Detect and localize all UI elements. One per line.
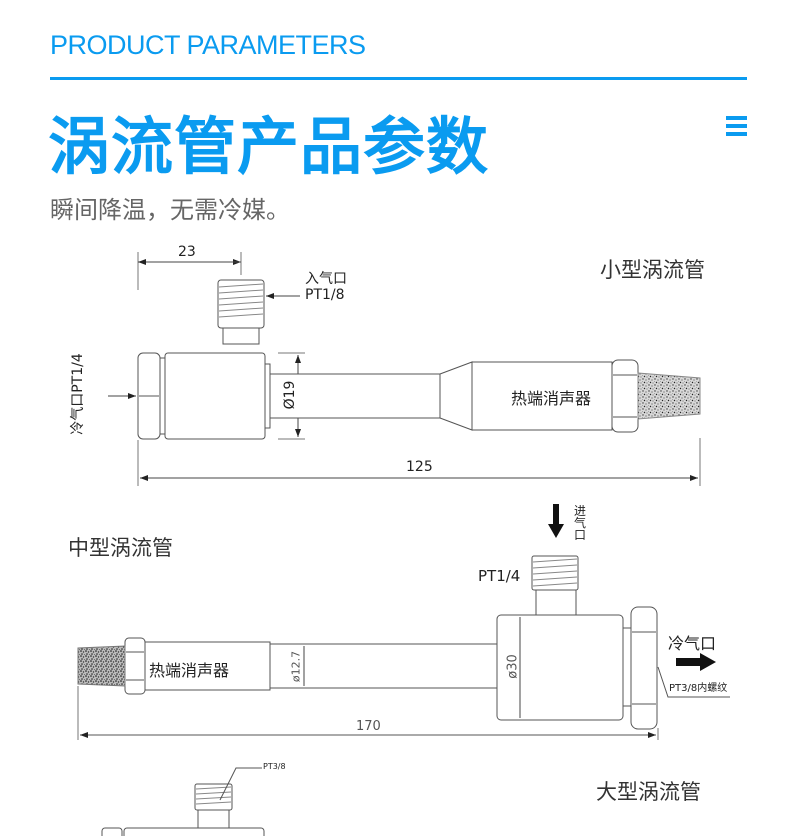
small-dim-length: 125 (406, 459, 433, 475)
small-dim-diameter: Ø19 (282, 380, 298, 410)
large-inlet-thread: PT3/8 (263, 762, 286, 771)
medium-cold-outlet-label: 冷气口 (668, 634, 717, 653)
medium-dim-length: 170 (356, 719, 381, 734)
small-muffler-label: 热端消声器 (511, 389, 592, 408)
small-dim-inlet-offset: 23 (178, 244, 196, 260)
hamburger-menu-icon[interactable] (726, 116, 747, 138)
medium-inlet-thread: PT1/4 (478, 567, 521, 585)
small-cold-outlet-label: 冷气口PT1/4 (70, 353, 86, 435)
medium-cold-outlet-thread: PT3/8内螺纹 (669, 683, 728, 694)
small-tube-title: 小型涡流管 (600, 258, 705, 282)
medium-dim-tube-diameter: ø12.7 (289, 650, 303, 683)
medium-tube-title: 中型涡流管 (68, 536, 173, 560)
medium-tube-drawing (77, 504, 730, 740)
title-divider (50, 77, 747, 80)
large-tube-drawing (101, 767, 265, 836)
large-tube-title: 大型涡流管 (596, 780, 701, 804)
medium-inlet-label: 进气口 (574, 504, 587, 542)
small-tube-drawing (108, 252, 701, 486)
page-subtitle: 瞬间降温，无需冷媒。 (50, 196, 290, 224)
section-title-en: PRODUCT PARAMETERS (50, 30, 366, 60)
page-title: 涡流管产品参数 (48, 110, 490, 183)
medium-dim-body-diameter: ø30 (505, 654, 521, 679)
small-inlet-thread: PT1/8 (305, 287, 345, 303)
small-inlet-label: 入气口 (305, 271, 347, 287)
medium-muffler-label: 热端消声器 (149, 661, 230, 680)
